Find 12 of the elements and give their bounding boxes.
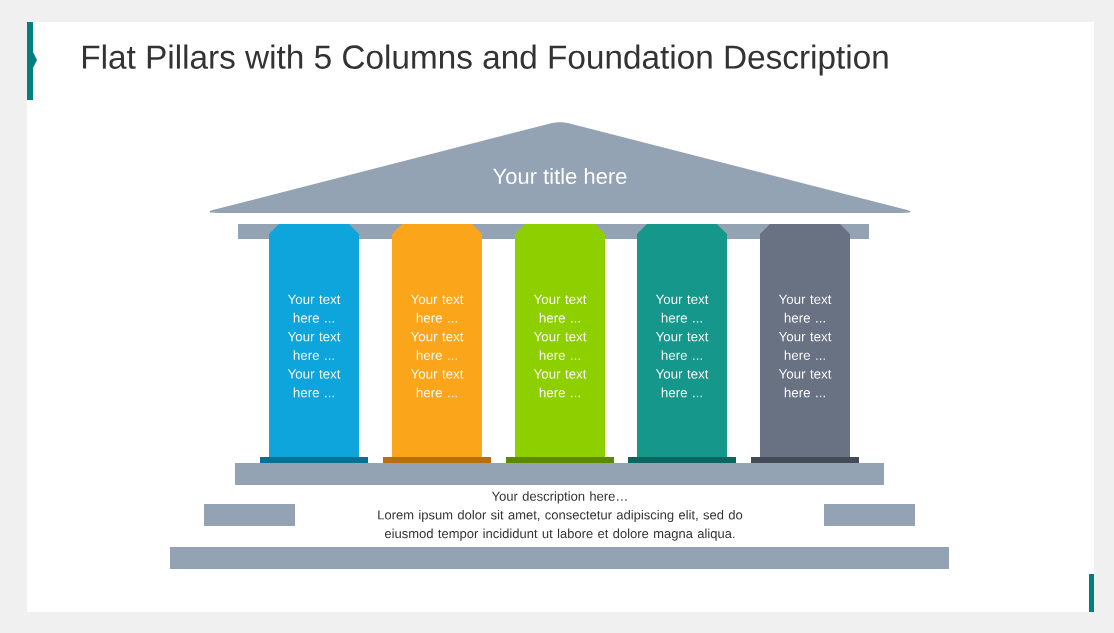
step (170, 547, 949, 569)
step (824, 504, 915, 526)
column: Your text here ... Your text here ... Your text here ... (628, 224, 736, 463)
step (235, 463, 884, 485)
column: Your text here ... Your text here ... Your text here ... (383, 224, 491, 463)
column: Your text here ... Your text here ... Your text here ... (260, 224, 368, 463)
column: Your text here ... Your text here ... Your text here ... (751, 224, 859, 463)
slide-title: Flat Pillars with 5 Columns and Foundation Description (83, 44, 888, 76)
column: Your text here ... Your text here ... Your text here ... (506, 224, 614, 463)
description-text: Your description here… Lorem ipsum dolor sit amet, consectetur adipiscing elit, sed do eiusmod tempor incididunt ut labore et dolore magna aliqua. (378, 491, 743, 541)
step (204, 504, 295, 526)
roof: Your title here (207, 122, 913, 213)
